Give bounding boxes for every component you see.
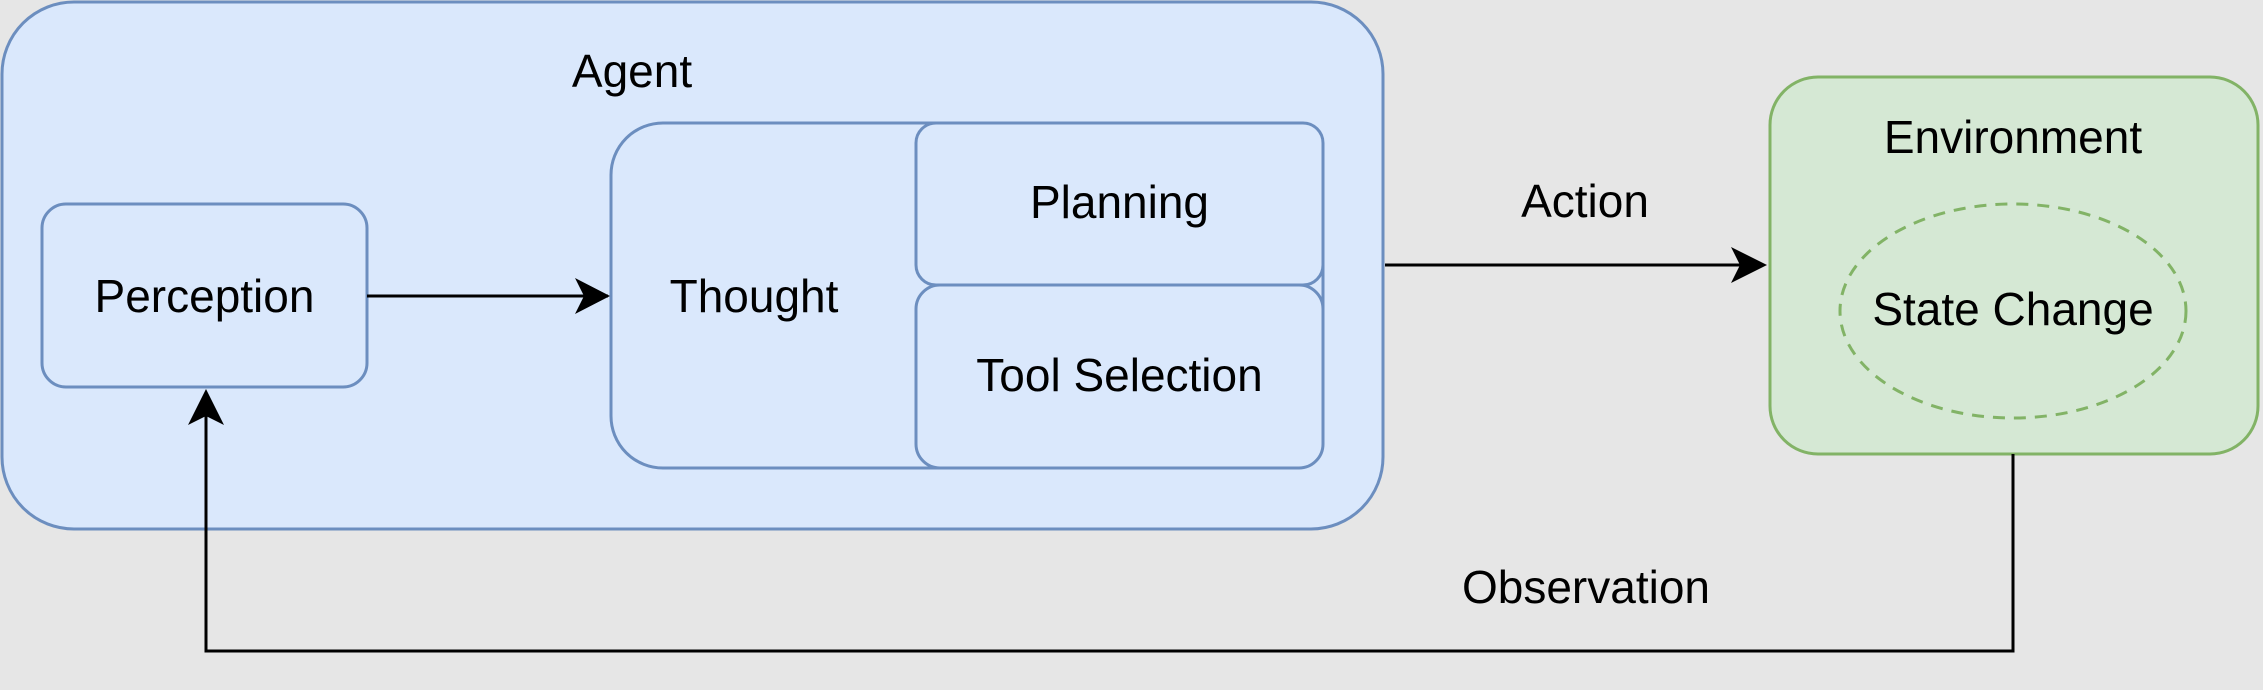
tool-selection-label: Tool Selection [976,349,1262,401]
state-change-label: State Change [1872,283,2153,335]
thought-label: Thought [670,270,839,322]
planning-node: Planning [914,121,1325,287]
action-label: Action [1521,175,1649,227]
planning-label: Planning [1030,176,1209,228]
tool-selection-box [914,283,1325,470]
environment-label: Environment [1884,111,2142,163]
edge-observation: Observation [188,389,2015,653]
arrowhead-icon [188,389,224,425]
arrowhead-icon [1731,247,1767,283]
state-change-ellipse [1838,202,2188,420]
tool-selection-node: Tool Selection [914,283,1325,470]
perception-node: Perception [40,202,369,389]
perception-label: Perception [95,270,315,322]
edge-line [204,393,2015,653]
arrowhead-icon [575,278,610,314]
agent-label: Agent [572,45,692,97]
edge-action: Action [1385,175,1767,283]
edge-perception-to-thought [367,278,610,314]
observation-label: Observation [1462,561,1710,613]
environment-node: Environment State Change [1768,75,2260,456]
